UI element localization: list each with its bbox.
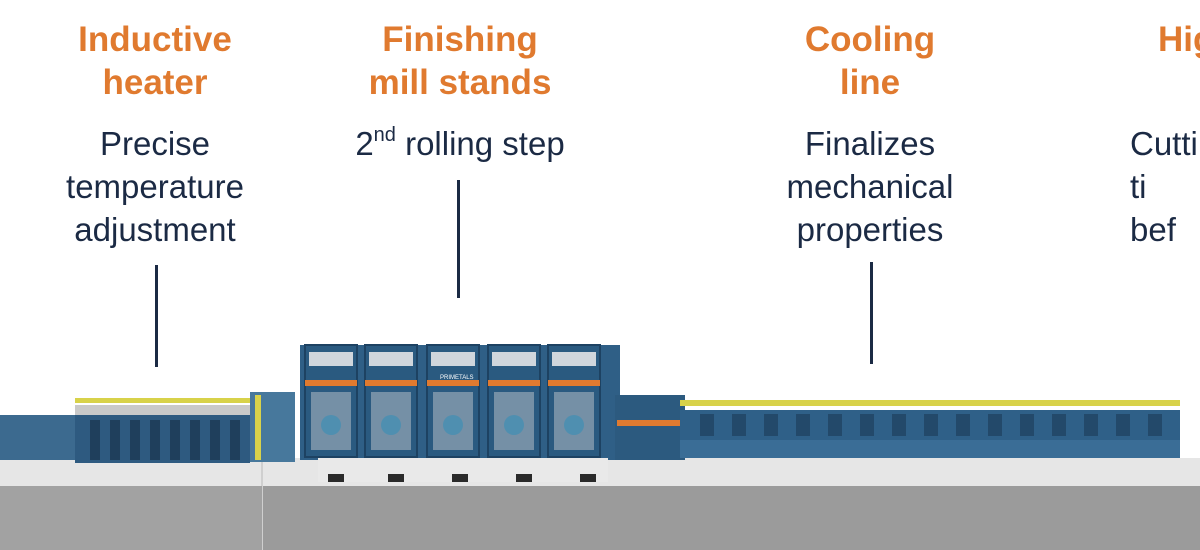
callout-cooling-line: Cooling line Finalizes mechanical proper…: [750, 18, 990, 251]
cooling-roll: [1116, 414, 1130, 436]
callout-finishing-mill-stands: Finishing mill stands 2nd rolling step: [330, 18, 590, 165]
finishing-mill-desc-prefix: 2: [355, 125, 374, 162]
finishing-mill-desc-rest: rolling step: [395, 125, 565, 162]
callout-truncated-right: Hig Cutti ti bef: [1128, 18, 1200, 258]
truncated-title: Hig: [1158, 20, 1200, 59]
cooling-roll: [1052, 414, 1066, 436]
cooling-roll: [828, 414, 842, 436]
callout-inductive-heater: Inductive heater Precise temperature adj…: [35, 18, 275, 251]
cooling-roll: [764, 414, 778, 436]
mill-stand: [547, 344, 601, 458]
inductive-heater-description: Precise temperature adjustment: [66, 125, 244, 248]
cooling-line-title: Cooling line: [804, 20, 936, 102]
cooling-roll: [892, 414, 906, 436]
finishing-mill-description: 2nd rolling step: [330, 122, 590, 165]
truncated-description: Cutti ti bef: [1130, 125, 1198, 248]
cooling-roll: [700, 414, 714, 436]
cooling-line-leader-line: [870, 262, 873, 364]
finishing-mill-desc-superscript: nd: [373, 124, 396, 146]
cooling-roll: [1020, 414, 1034, 436]
finishing-mill-title: Finishing mill stands: [368, 20, 552, 102]
cooling-roll: [988, 414, 1002, 436]
cooling-roll: [924, 414, 938, 436]
mill-stand: [426, 344, 480, 458]
inductive-heater-title: Inductive heater: [78, 20, 232, 102]
cooling-line: [615, 395, 1180, 460]
cooling-roll: [732, 414, 746, 436]
mill-stand: [364, 344, 418, 458]
cooling-roll: [1084, 414, 1098, 436]
finishing-mill-stands: PRIMETALS: [300, 344, 620, 482]
cooling-roll: [1148, 414, 1162, 436]
inductive-heater-machine: [0, 392, 295, 463]
cooling-line-description: Finalizes mechanical properties: [786, 125, 954, 248]
cooling-roll: [860, 414, 874, 436]
machine-logo: PRIMETALS: [440, 375, 474, 381]
inductive-heater-leader-line: [155, 265, 158, 367]
cooling-roll: [796, 414, 810, 436]
cooling-roll: [956, 414, 970, 436]
mill-stand: [487, 344, 541, 458]
mill-stand: [304, 344, 358, 458]
finishing-mill-leader-line: [457, 180, 460, 298]
